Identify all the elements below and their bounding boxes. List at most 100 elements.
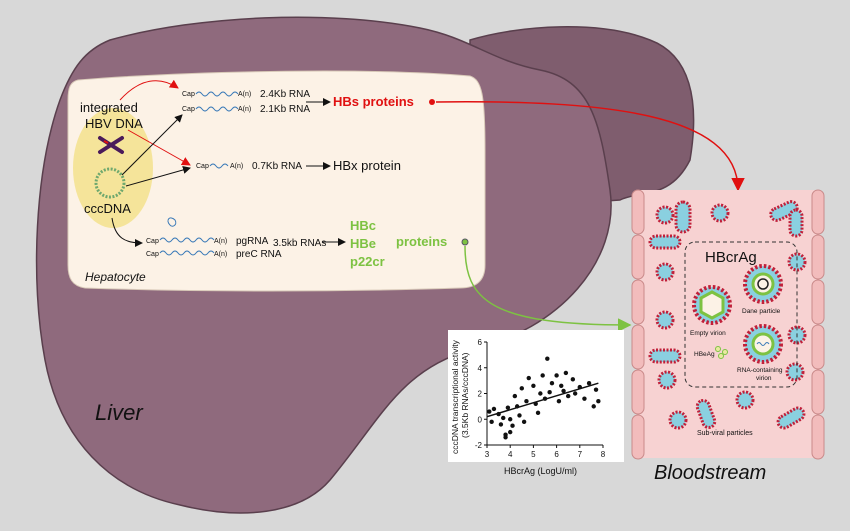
svg-text:2.4Kb RNA: 2.4Kb RNA: [260, 89, 310, 100]
data-point: [498, 422, 504, 427]
data-point: [545, 356, 550, 361]
data-point: [512, 393, 518, 399]
x-tick-label: 7: [578, 450, 583, 459]
hbc-label: HBc: [350, 218, 376, 233]
rna-containing-virion-icon: [743, 324, 783, 364]
data-point: [487, 409, 492, 414]
hbs-export-arrow: [435, 101, 745, 192]
y-tick-label: -2: [475, 441, 483, 450]
hbeag-label: HBeAg: [694, 351, 715, 358]
data-point: [517, 413, 522, 418]
data-point: [489, 419, 494, 425]
core-export-arrow: [464, 245, 632, 332]
data-point: [591, 404, 596, 409]
svg-text:pgRNA: pgRNA: [236, 236, 269, 247]
data-point: [556, 399, 562, 404]
arrow-integrated-to-0-7: [127, 129, 191, 166]
svg-text:preC RNA: preC RNA: [236, 249, 282, 260]
chart-ticks: 3 4 5 6 7 8 -2 0 2 4 6: [475, 338, 606, 459]
chart-trend: [486, 382, 599, 418]
dane-particle-label: Dane particle: [742, 308, 781, 315]
data-point: [554, 373, 559, 378]
x-tick-label: 5: [531, 450, 536, 459]
rna-2-4: Cap A(n) 2.4Kb RNA: [182, 89, 310, 100]
rna-0-7: Cap A(n) 0.7Kb RNA: [196, 161, 302, 172]
hbe-label: HBe: [350, 236, 376, 251]
arrow-cccdna-to-0-7: [125, 166, 191, 187]
x-tick-label: 4: [508, 450, 513, 459]
data-point: [503, 435, 508, 440]
svg-text:Cap: Cap: [196, 163, 209, 170]
data-point: [524, 399, 529, 404]
data-point: [596, 399, 601, 404]
svg-text:Cap: Cap: [182, 106, 195, 113]
data-point: [563, 370, 569, 376]
data-point: [535, 410, 541, 416]
empty-virion-icon: [692, 285, 732, 325]
vessel-wall-right: [811, 189, 825, 460]
data-point: [547, 390, 552, 395]
rna-3-5-label: 3.5kb RNAs: [273, 238, 326, 249]
data-point: [508, 417, 513, 422]
hbs-dot: [429, 99, 435, 105]
proteins-label: proteins: [396, 234, 447, 249]
bloodstream-label: Bloodstream: [654, 462, 766, 484]
x-tick-label: 6: [554, 450, 559, 459]
data-point: [526, 375, 531, 381]
empty-virion-label: Empty virion: [690, 330, 726, 337]
data-point: [566, 393, 571, 399]
data-point: [510, 423, 515, 428]
scatter-chart: cccDNA transcriptional activity (3.5Kb R…: [448, 330, 624, 476]
hbcrag-box: [684, 241, 798, 388]
hepatocyte: integrated HBV DNA cccDNA Hepatocyte Cap…: [67, 70, 486, 292]
chart-background: [448, 330, 624, 462]
arrow-cccdna-to-pgrna: [111, 217, 143, 247]
rna-prec: Cap A(n) preC RNA: [146, 249, 282, 260]
svg-text:Cap: Cap: [182, 91, 195, 98]
svg-text:0.7Kb RNA: 0.7Kb RNA: [252, 161, 302, 172]
y-tick-label: 4: [478, 364, 483, 373]
vessel-wall-left: [631, 189, 645, 460]
rna-virion-label-1: RNA-containing: [737, 367, 783, 374]
data-point: [505, 405, 511, 410]
data-point: [593, 387, 599, 392]
p22cr-label: p22cr: [350, 254, 385, 269]
rna-2-1: Cap A(n) 2.1Kb RNA: [182, 104, 310, 115]
cccdna-label: cccDNA: [84, 201, 131, 216]
x-tick-label: 8: [601, 450, 606, 459]
chromosome-icon: [98, 136, 124, 154]
arrow-integrated-to-2-4: [119, 79, 179, 101]
svg-text:A(n): A(n): [238, 106, 251, 113]
data-point: [586, 381, 592, 386]
hepatocyte-cell: [67, 70, 486, 292]
data-point: [491, 406, 497, 412]
chart-xlabel: HBcrAg (LogU/ml): [504, 466, 577, 476]
bloodstream: HBcrAg Empty virion Dane particle HBeAg …: [631, 189, 825, 484]
data-point: [501, 415, 506, 421]
svg-text:A(n): A(n): [230, 163, 243, 170]
svg-text:A(n): A(n): [214, 238, 227, 245]
data-point: [508, 429, 513, 435]
svg-text:Cap: Cap: [146, 238, 159, 245]
data-point: [549, 381, 555, 386]
x-tick-label: 3: [485, 450, 490, 459]
chart-ylabel-2: (3.5Kb RNAs/cccDNA): [460, 352, 470, 438]
integrated-dna-label-1: integrated: [80, 100, 138, 115]
data-point: [521, 419, 527, 425]
y-tick-label: 0: [478, 415, 483, 424]
y-tick-label: 2: [478, 390, 483, 399]
trend-line: [486, 382, 599, 418]
hbx-protein-label: HBx protein: [333, 158, 401, 173]
data-point: [582, 396, 587, 401]
data-point: [572, 391, 578, 396]
svg-text:Cap: Cap: [146, 251, 159, 258]
rna-pgrna: Cap A(n) pgRNA: [146, 217, 269, 247]
liver-label: Liver: [95, 400, 144, 425]
arrow-cccdna-to-2-1: [121, 114, 183, 176]
y-tick-label: 6: [478, 338, 483, 347]
hepatocyte-label: Hepatocyte: [85, 270, 146, 284]
svg-text:A(n): A(n): [238, 91, 251, 98]
rna-virion-label-2: virion: [756, 375, 772, 382]
data-point: [570, 377, 576, 382]
